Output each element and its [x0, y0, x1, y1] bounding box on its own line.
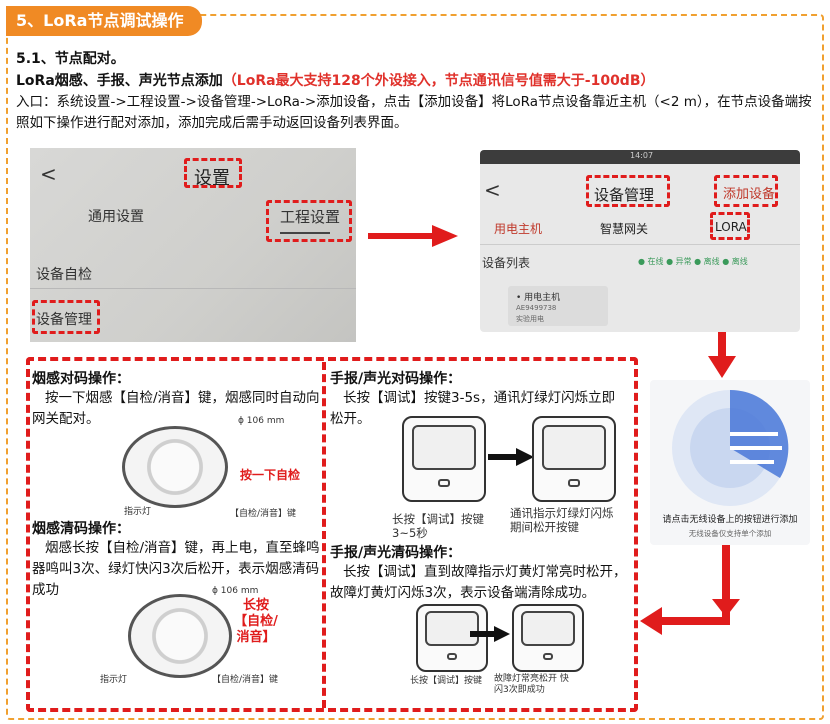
highlight-device-management: [32, 300, 100, 334]
manual-pair-caption-right: 通讯指示灯绿灯闪烁 期间松开按键: [510, 506, 614, 534]
lora-heading-text: LoRa烟感、手报、声光节点添加: [16, 73, 223, 89]
device-management-photo: 14:07 < 设备管理 添加设备 用电主机 智慧网关 LORA 设备列表 ● …: [480, 150, 800, 332]
smoke-clear-key-label: 【自检/消音】键: [212, 675, 279, 685]
smoke-detector-image: [122, 426, 228, 508]
manual-clear-device-image: [416, 604, 488, 672]
manual-pair-caption-left: 长按【调试】按键 3~5秒: [392, 512, 484, 540]
row-divider: [30, 288, 356, 289]
smoke-pair-led-label: 指示灯: [124, 507, 152, 517]
arrow-right-icon: [488, 448, 534, 466]
manual-call-device-image-2: [532, 416, 616, 502]
highlight-device-management-title: [586, 175, 670, 207]
smoke-clear-dimension: ϕ 106 mm: [212, 586, 259, 596]
lora-heading-note: （LoRa最大支持128个外设接入，节点通讯信号值需大于-100dB）: [222, 73, 655, 89]
smoke-pair-callout: 按一下自检: [240, 468, 301, 482]
smoke-pair-title: 烟感对码操作：: [32, 371, 130, 387]
settings-title: 设置: [194, 168, 230, 189]
smoke-clear-body: 烟感长按【自检/消音】键，再上电，直至蜂鸣器鸣叫3次、绿灯快闪3次后松开，表示烟…: [32, 540, 320, 598]
manual-pair-body: 长按【调试】按键3-5s，通讯灯绿灯闪烁立即松开。: [330, 390, 616, 427]
section-frame: [6, 14, 824, 720]
tab-underline: [280, 232, 330, 234]
device-management-item: 设备管理: [36, 312, 92, 328]
panel-divider: [322, 362, 326, 708]
arrow-right-icon: [470, 626, 510, 642]
add-device-button[interactable]: 添加设备: [723, 187, 776, 202]
intro-paragraph: 入口：系统设置->工程设置->设备管理->LoRa->添加设备，点击【添加设备】…: [16, 94, 812, 131]
operations-panel: [26, 357, 638, 712]
manual-clear-caption-right: 故障灯常亮松开 快闪3次即成功: [494, 674, 569, 695]
smoke-pair-body: 按一下烟感【自检/消音】键，烟感同时自动向网关配对。: [32, 390, 320, 427]
manual-pair-title: 手报/声光对码操作：: [330, 371, 462, 387]
smoke-clear-led-label: 指示灯: [100, 675, 128, 685]
arrow-return-icon: [640, 545, 740, 635]
add-instruction-text: 请点击无线设备上的按钮进行添加: [662, 515, 798, 525]
smoke-detector-image-2: [128, 594, 232, 678]
smoke-clear-title: 烟感清码操作：: [32, 521, 130, 537]
manual-call-device-image: [402, 416, 486, 502]
device-list-label: 设备列表: [482, 256, 531, 270]
manual-clear-title: 手报/声光清码操作：: [330, 545, 462, 561]
device-card[interactable]: • 用电主机 AE9499738 实验用电: [508, 286, 608, 326]
settings-screen-photo: < 设置 通用设置 工程设置 设备自检 设备管理: [30, 148, 356, 342]
device-card-id: AE9499738: [516, 304, 557, 312]
arrow-right-icon: [368, 225, 458, 247]
highlight-project-settings: [266, 200, 352, 242]
device-card-name: • 用电主机: [516, 293, 561, 303]
radar-scan-icon: [672, 389, 789, 506]
tab-smart-gateway[interactable]: 智慧网关: [600, 222, 649, 236]
project-settings-tab: 工程设置: [280, 208, 341, 226]
highlight-add-device: [714, 175, 778, 207]
smoke-pair-key-label: 【自检/消音】键: [230, 509, 297, 519]
tab-lora[interactable]: LORA: [715, 220, 747, 234]
status-legend: ● 在线 ● 异常 ● 离线 ● 离线: [638, 257, 748, 266]
device-card-desc: 实验用电: [516, 315, 544, 323]
back-chevron-icon: <: [40, 162, 57, 186]
general-settings-tab: 通用设置: [88, 209, 144, 225]
manual-clear-body: 长按【调试】直到故障指示灯黄灯常亮时松开，故障灯黄灯闪烁3次，表示设备端清除成功…: [330, 564, 627, 601]
highlight-lora-tab: [710, 212, 750, 240]
section-title: 5、LoRa节点调试操作: [6, 6, 202, 36]
manual-clear-caption-left: 长按【调试】按键: [410, 676, 483, 686]
subsection-heading: 5.1、节点配对。: [16, 51, 125, 67]
add-note-text: 无线设备仅支持单个添加: [688, 529, 772, 538]
manual-clear-device-image-2: [512, 604, 584, 672]
tab-power-host[interactable]: 用电主机: [494, 222, 543, 236]
add-wireless-device-screen: 请点击无线设备上的按钮进行添加 无线设备仅支持单个添加: [650, 380, 810, 545]
device-management-title: 设备管理: [594, 186, 655, 204]
lora-heading: LoRa烟感、手报、声光节点添加（LoRa最大支持128个外设接入，节点通讯信号…: [16, 70, 655, 90]
smoke-pair-dimension: ϕ 106 mm: [238, 416, 285, 426]
clock-text: 14:07: [630, 151, 654, 160]
tab-divider: [480, 244, 800, 245]
arrow-down-icon: [708, 332, 736, 378]
device-self-check-item: 设备自检: [36, 267, 92, 283]
highlight-settings: [184, 158, 242, 188]
back-chevron-icon: <: [484, 178, 501, 202]
smoke-clear-callout: 长按【自检/消音】: [234, 598, 278, 645]
